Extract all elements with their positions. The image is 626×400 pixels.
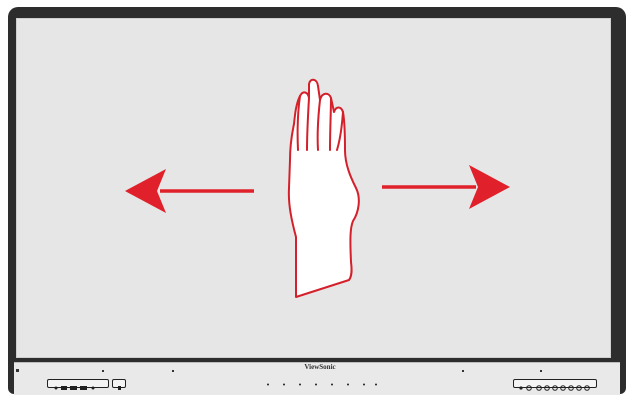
arrow-right-icon xyxy=(382,165,510,209)
sensor-dots xyxy=(267,383,377,386)
bezel-markers xyxy=(16,369,542,372)
port-icons-left xyxy=(54,386,95,390)
bottom-bezel xyxy=(14,362,620,395)
front-ports-left xyxy=(47,379,109,390)
hand-icon xyxy=(287,78,360,298)
arrow-left-icon xyxy=(125,169,254,213)
front-buttons-right xyxy=(513,379,597,391)
button-icons-right xyxy=(519,385,590,391)
front-port-small xyxy=(112,379,126,390)
